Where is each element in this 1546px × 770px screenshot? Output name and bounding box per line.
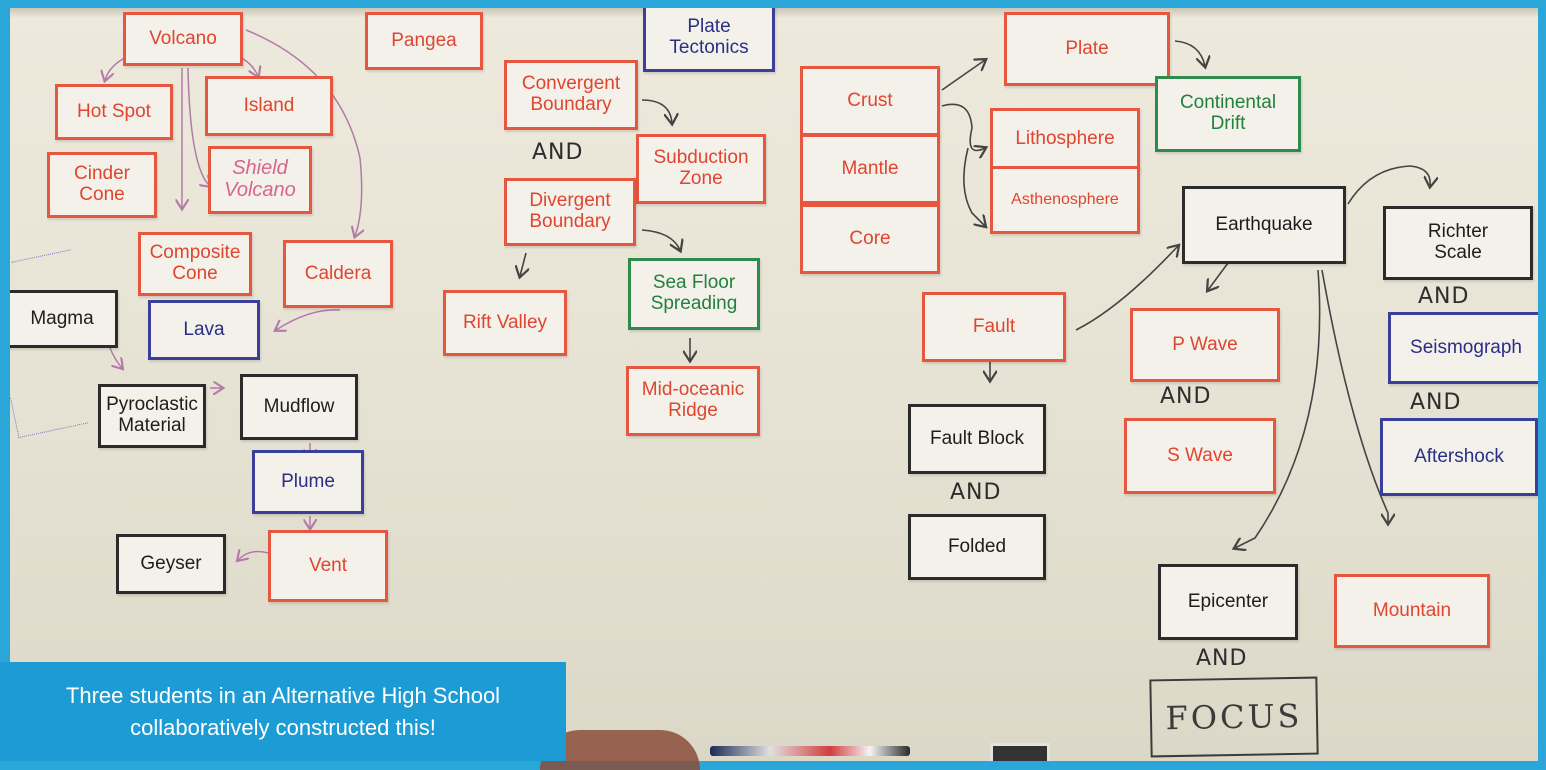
arrow-crust-plate — [941, 60, 985, 91]
shield-volcano-label: Shield Volcano — [224, 157, 296, 201]
card-asthenosphere: Asthenosphere — [990, 166, 1140, 234]
card-lithosphere: Lithosphere — [990, 108, 1140, 170]
connector-arrows — [10, 29, 1538, 761]
arrow-earthquake-pwave — [1208, 262, 1229, 290]
caption-text: Three students in an Alternative High Sc… — [65, 682, 501, 740]
whiteboard-eraser — [990, 743, 1050, 761]
card-sea-floor-spreading: Sea Floor Spreading — [628, 258, 760, 330]
arrow-divergent-seafloor — [641, 229, 680, 250]
focus-label: FOCUS — [1165, 696, 1303, 738]
arrow-convergent-subduction — [641, 99, 672, 123]
card-mid-oceanic-ridge: Mid-oceanic Ridge — [626, 366, 760, 436]
and-fault: AND — [950, 480, 1002, 505]
card-mudflow: Mudflow — [240, 374, 358, 440]
arrow-fault-earthquake — [1075, 246, 1178, 331]
card-subduction-zone: Subduction Zone — [636, 134, 766, 204]
arrow-plate-drift — [1174, 40, 1205, 66]
arrow-caldera-lava — [276, 309, 341, 330]
card-folded: Folded — [908, 514, 1046, 580]
card-composite-cone: Composite Cone — [138, 232, 252, 296]
and-epicenter: AND — [1196, 646, 1248, 671]
and-richter: AND — [1418, 284, 1470, 309]
card-lava: Lava — [148, 300, 260, 360]
arrow-divergent-rift — [520, 252, 526, 276]
card-caldera: Caldera — [283, 240, 393, 308]
arrow-crust-asthenosphere — [963, 147, 985, 226]
card-volcano: Volcano — [123, 12, 243, 66]
card-cinder-cone: Cinder Cone — [47, 152, 157, 218]
card-aftershock: Aftershock — [1380, 418, 1538, 496]
and-seismograph: AND — [1410, 390, 1462, 415]
card-island: Island — [205, 76, 333, 136]
card-pangea: Pangea — [365, 12, 483, 70]
arrow-magma-pyroclastic — [109, 347, 122, 368]
arrow-earthquake-mountain — [1321, 269, 1388, 523]
card-geyser: Geyser — [116, 534, 226, 594]
whiteboard-marker — [710, 746, 910, 756]
arrow-volcano-caldera — [245, 29, 362, 236]
card-continental-drift: Continental Drift — [1155, 76, 1301, 152]
arrow-earthquake-epicenter — [1235, 269, 1321, 548]
card-mantle: Mantle — [800, 134, 940, 204]
card-hot-spot: Hot Spot — [55, 84, 173, 140]
card-plume: Plume — [252, 450, 364, 514]
card-pyroclastic: Pyroclastic Material — [98, 384, 206, 448]
card-fault: Fault — [922, 292, 1066, 362]
card-core: Core — [800, 204, 940, 274]
card-earthquake: Earthquake — [1182, 186, 1346, 264]
card-seismograph: Seismograph — [1388, 312, 1538, 384]
arrow-crust-lithosphere — [941, 103, 985, 150]
card-shield-volcano: Shield Volcano — [208, 146, 312, 214]
card-magma: Magma — [10, 290, 118, 348]
card-rift-valley: Rift Valley — [443, 290, 567, 356]
arrow-earthquake-richter — [1347, 165, 1430, 205]
card-plate-tectonics: Plate Tectonics — [643, 8, 775, 72]
and-boundaries: AND — [532, 140, 584, 165]
card-mountain: Mountain — [1334, 574, 1490, 648]
card-vent: Vent — [268, 530, 388, 602]
arrow-volcano-shield — [187, 67, 210, 186]
whiteboard: Volcano Pangea Plate Tectonics Hot Spot … — [10, 8, 1538, 761]
card-epicenter: Epicenter — [1158, 564, 1298, 640]
card-richter-scale: Richter Scale — [1383, 206, 1533, 280]
card-s-wave: S Wave — [1124, 418, 1276, 494]
card-convergent-boundary: Convergent Boundary — [504, 60, 638, 130]
arrow-vent-geyser — [238, 552, 269, 560]
and-waves: AND — [1160, 384, 1212, 409]
caption-banner: Three students in an Alternative High Sc… — [0, 662, 566, 761]
card-crust: Crust — [800, 66, 940, 136]
card-plate: Plate — [1004, 12, 1170, 86]
card-fault-block: Fault Block — [908, 404, 1046, 474]
card-p-wave: P Wave — [1130, 308, 1280, 382]
focus-handwritten-box: FOCUS — [1149, 676, 1319, 758]
card-divergent-boundary: Divergent Boundary — [504, 178, 636, 246]
